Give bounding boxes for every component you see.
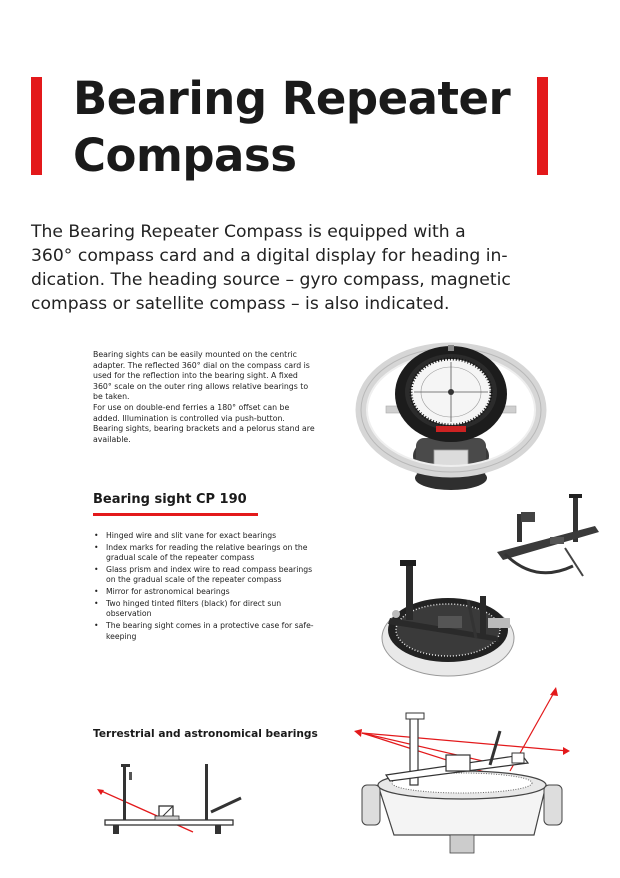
- repeater-compass-image: [355, 342, 547, 490]
- intro-line: dication. The heading source – gyro comp…: [31, 270, 511, 290]
- list-item-line: gradual scale of the repeater compass: [106, 553, 255, 563]
- description-line: available.: [93, 434, 131, 444]
- list-item: Two hinged tinted filters (black) for di…: [93, 599, 353, 620]
- description-line: For use on double-end ferries a 180° off…: [93, 402, 290, 412]
- bearing-sight-mounted-image: [381, 560, 515, 677]
- description-line: Bearing sights can be easily mounted on …: [93, 350, 297, 359]
- terrestrial-bearings-heading: Terrestrial and astronomical bearings: [93, 728, 318, 740]
- page-title: Bearing Repeater Compass: [73, 70, 511, 184]
- description-line: 360° scale on the outer ring allows rela…: [93, 381, 309, 391]
- list-item-line: Two hinged tinted filters (black) for di…: [106, 599, 282, 609]
- list-item-line: The bearing sight comes in a protective …: [106, 621, 314, 631]
- list-item: The bearing sight comes in a protective …: [93, 621, 353, 642]
- bearing-sight-heading-underline: [93, 513, 258, 516]
- list-item: Glass prism and index wire to read compa…: [93, 565, 353, 586]
- list-item: Hinged wire and slit vane for exact bear…: [93, 531, 353, 542]
- bearing-sight-device-image: [497, 494, 599, 577]
- description-line: Bearing sights, bearing brackets and a p…: [93, 424, 315, 434]
- list-item: Mirror for astronomical bearings: [93, 587, 353, 598]
- list-item-line: observation: [106, 609, 152, 619]
- title-accent-bar-left: [31, 77, 42, 175]
- bearing-sight-feature-list: Hinged wire and slit vane for exact bear…: [93, 531, 353, 644]
- description-line: be taken.: [93, 392, 130, 402]
- terrestrial-bearing-diagram: [97, 764, 242, 834]
- list-item-line: Index marks for reading the relative bea…: [106, 542, 308, 552]
- astronomical-bearing-diagram: [354, 687, 570, 854]
- list-item: Index marks for reading the relative bea…: [93, 543, 353, 564]
- title-accent-bar-right: [537, 77, 548, 175]
- list-item-line: Hinged wire and slit vane for exact bear…: [106, 531, 277, 540]
- intro-paragraph: The Bearing Repeater Compass is equipped…: [31, 220, 551, 316]
- intro-line: compass or satellite compass – is also i…: [31, 294, 450, 314]
- list-item-line: Mirror for astronomical bearings: [106, 587, 230, 597]
- page-title-line-1: Bearing Repeater: [73, 72, 511, 125]
- list-item-line: keeping: [106, 631, 137, 641]
- description-line: used for the reflection into the bearing…: [93, 371, 298, 381]
- description-line: added. Illumination is controlled via pu…: [93, 413, 285, 423]
- intro-line: 360° compass card and a digital display …: [31, 246, 508, 266]
- description-paragraph: Bearing sights can be easily mounted on …: [93, 350, 363, 445]
- list-item-line: on the gradual scale of the repeater com…: [106, 575, 282, 585]
- bearing-sight-heading: Bearing sight CP 190: [93, 492, 247, 507]
- intro-line: The Bearing Repeater Compass is equipped…: [31, 222, 466, 242]
- description-line: adapter. The reflected 360° dial on the …: [93, 360, 310, 370]
- page-title-line-2: Compass: [73, 129, 297, 182]
- list-item-line: Glass prism and index wire to read compa…: [106, 565, 313, 575]
